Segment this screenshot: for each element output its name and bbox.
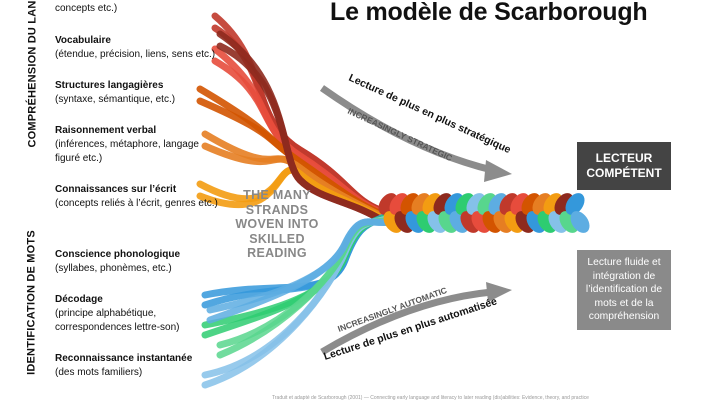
- item-desc: (principe alphabétique,: [55, 308, 157, 319]
- section-label-word-recognition: IDENTIFICATION DE MOTS: [25, 230, 38, 375]
- braided-rope: [378, 193, 590, 233]
- item-desc: correspondences lettre-son): [55, 322, 180, 333]
- strategic-arrowhead-icon: [484, 160, 512, 182]
- item-desc: (syntaxe, sémantique, etc.): [55, 94, 176, 105]
- skilled-reader-line: LECTEUR: [595, 151, 653, 165]
- language-strands: [196, 12, 389, 226]
- strands-caption-line: WOVEN INTO: [235, 217, 319, 231]
- word-item-sight-recognition: Reconnaissance instantanée (des mots fam…: [55, 352, 192, 380]
- skilled-reader-header: LECTEUR COMPÉTENT: [577, 142, 671, 190]
- item-title: Connaissances sur l’écrit: [55, 184, 177, 195]
- item-desc: (syllabes, phonèmes, etc.): [55, 263, 172, 274]
- item-title: Vocabulaire: [55, 35, 111, 46]
- item-desc: (étendue, précision, liens, sens etc.): [55, 49, 216, 60]
- rope-segment: [565, 193, 585, 215]
- rope-segment: [570, 211, 590, 233]
- source-footnote: Traduit et adapté de Scarborough (2001) …: [272, 395, 589, 401]
- language-item-structures: Structures langagières (syntaxe, sémanti…: [55, 79, 175, 107]
- strands-caption-line: STRANDS: [245, 202, 309, 217]
- item-desc: (inférences, métaphore, langage: [55, 139, 199, 150]
- item-desc: concepts etc.): [55, 3, 118, 14]
- word-item-phonological: Conscience phonologique (syllabes, phonè…: [55, 248, 180, 276]
- item-title: Raisonnement verbal: [55, 125, 157, 136]
- word-item-decoding: Décodage (principe alphabétique, corresp…: [55, 293, 180, 335]
- item-desc: (concepts reliés à l’écrit, genres etc.): [55, 198, 218, 209]
- section-label-language: COMPRÉHENSION DU LANGAGE: [26, 0, 39, 148]
- automatic-arrowhead-icon: [486, 282, 512, 302]
- item-title: Conscience phonologique: [55, 249, 181, 260]
- item-title: Décodage: [55, 294, 103, 305]
- language-item-literacy: Connaissances sur l’écrit (concepts reli…: [55, 183, 218, 211]
- item-desc: figuré etc.): [55, 153, 103, 164]
- page-title: Le modèle de Scarborough: [330, 0, 648, 26]
- strategic-arrow-shaft: [319, 85, 493, 174]
- strand: [216, 42, 389, 226]
- strands-caption: THE MANY STRANDS WOVEN INTO SKILLED READ…: [232, 188, 322, 261]
- skilled-reader-line: COMPÉTENT: [586, 166, 662, 180]
- language-item: concepts etc.): [55, 2, 117, 16]
- language-item-reasoning: Raisonnement verbal (inférences, métapho…: [55, 124, 199, 166]
- item-title: Reconnaissance instantanée: [55, 353, 193, 364]
- strands-caption-line: READING: [247, 246, 307, 260]
- word-strands: [201, 210, 394, 389]
- automatic-arrow-shaft: [320, 288, 493, 356]
- skilled-reader-description: Lecture fluide et intégration de l’ident…: [577, 250, 671, 330]
- strands-caption-line: THE MANY: [243, 188, 311, 202]
- item-title: Structures langagières: [55, 80, 164, 91]
- strand: [206, 218, 394, 324]
- language-item-vocabulary: Vocabulaire (étendue, précision, liens, …: [55, 34, 215, 62]
- strands-caption-line: SKILLED: [249, 231, 305, 246]
- item-desc: (des mots familiers): [55, 367, 143, 378]
